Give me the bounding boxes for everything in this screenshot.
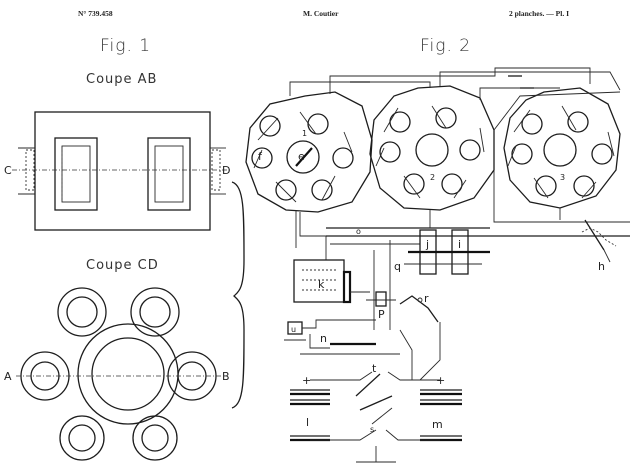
label-plus-right: +: [436, 374, 445, 387]
label-distributor-3: 3: [560, 173, 565, 182]
label-p: P: [378, 308, 385, 321]
label-j: j: [425, 238, 429, 251]
label-l: l: [306, 416, 309, 429]
brace: [231, 181, 245, 409]
label-b: B: [222, 370, 230, 383]
patent-number: N° 739.458: [78, 9, 113, 18]
label-r: r: [424, 292, 429, 305]
label-u: u: [291, 325, 296, 334]
distributor-2: [369, 85, 495, 211]
distributor-1: [245, 91, 373, 213]
label-plus-left: +: [302, 374, 311, 387]
section-cd-title: Coupe CD: [86, 258, 159, 273]
lever-r: [399, 295, 439, 323]
label-c: C: [4, 164, 12, 177]
lower-wiring: [295, 170, 630, 260]
label-distributor-2: 2: [430, 173, 435, 182]
top-wiring: [253, 67, 621, 203]
label-q: q: [394, 260, 401, 273]
label-a: A: [4, 370, 12, 383]
figure-1-title: Fig. 1: [100, 36, 152, 56]
label-h: h: [598, 260, 605, 273]
element-u: [284, 319, 400, 355]
label-i: i: [458, 238, 461, 251]
element-p: [366, 291, 396, 307]
section-cd-drawing: [16, 287, 222, 461]
label-d: D: [222, 164, 230, 177]
block-k: [293, 240, 391, 330]
label-m: m: [432, 418, 443, 431]
relays-j-i: [404, 229, 490, 275]
section-ab-title: Coupe AB: [86, 72, 158, 87]
lever-h: [581, 219, 617, 263]
label-t: t: [372, 362, 377, 375]
label-o: o: [356, 227, 361, 236]
section-ab-drawing: [12, 111, 232, 231]
label-f: f: [258, 150, 263, 163]
figure-2-title: Fig. 2: [420, 36, 472, 56]
label-n: n: [320, 332, 327, 345]
label-k: k: [318, 278, 325, 291]
label-distributor-1: 1: [302, 129, 307, 138]
label-e: e: [298, 150, 305, 163]
author-name: M. Coutier: [303, 9, 339, 18]
sheet-info: 2 planches. — Pl. I: [509, 9, 570, 18]
label-s: s: [370, 425, 374, 434]
switching-area: [290, 322, 462, 463]
